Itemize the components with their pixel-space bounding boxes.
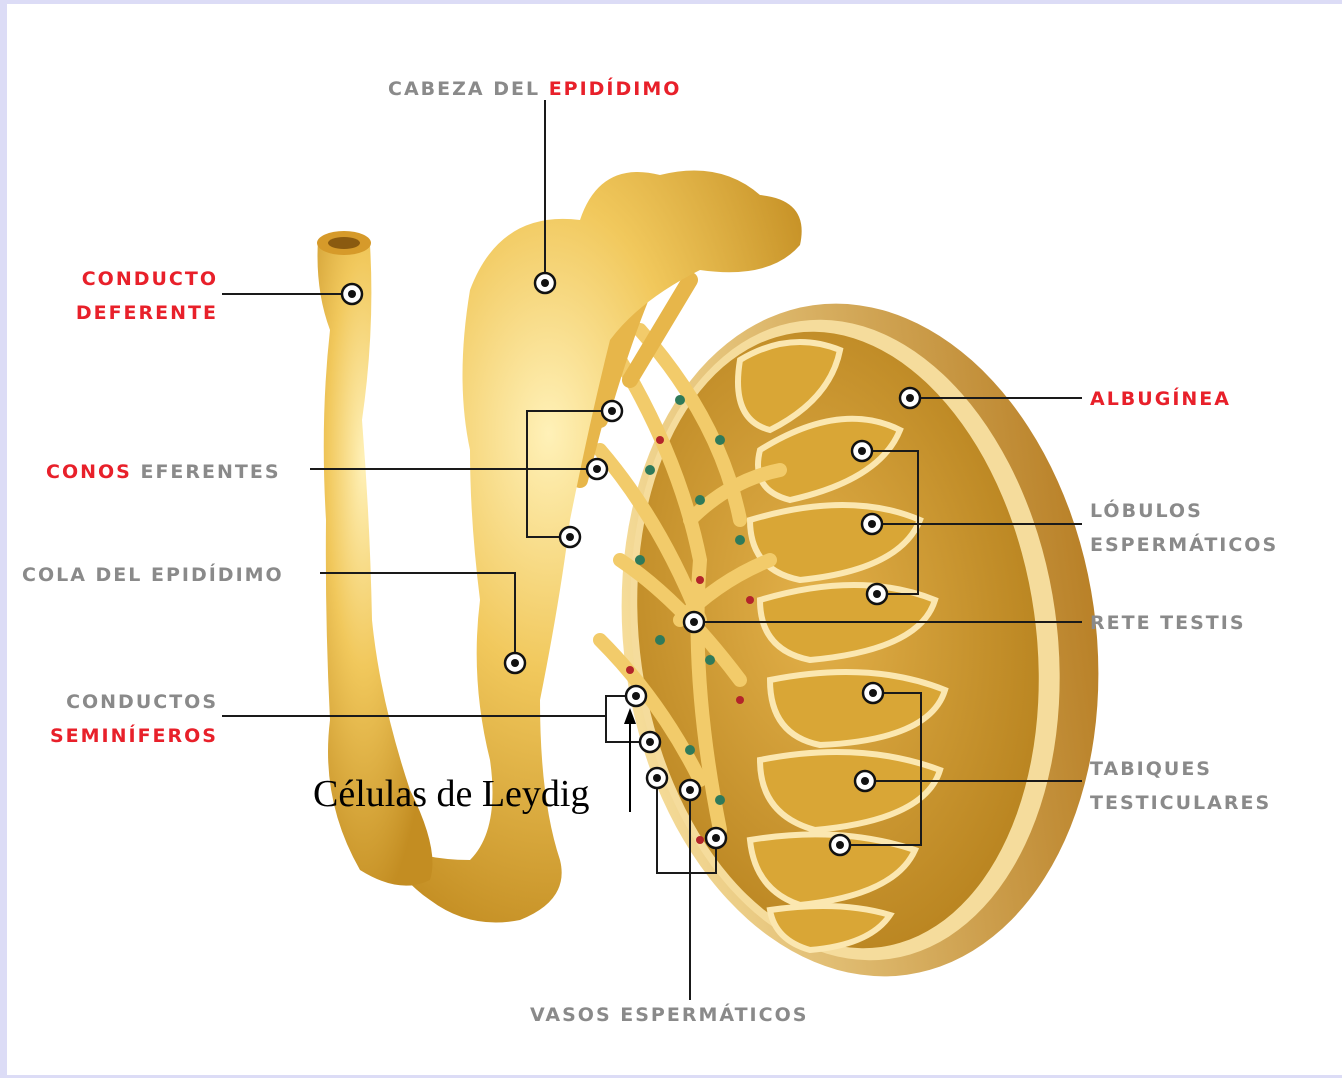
label-conducto-deferente-line2: DEFERENTE: [40, 296, 218, 330]
label-conos-part2: EFERENTES: [132, 461, 281, 483]
label-conductos-seminiferos: CONDUCTOS SEMINÍFEROS: [30, 685, 218, 753]
label-lobulos-line2: ESPERMÁTICOS: [1090, 528, 1278, 562]
label-tabiques-testiculares: TABIQUES TESTICULARES: [1090, 752, 1271, 820]
label-cabeza-part1: CABEZA DEL: [388, 78, 549, 100]
leydig-arrow: [624, 708, 636, 812]
label-seminiferos-line2: SEMINÍFEROS: [30, 719, 218, 753]
label-lobulos-espermaticos: LÓBULOS ESPERMÁTICOS: [1090, 494, 1278, 562]
label-vasos-espermaticos: VASOS ESPERMÁTICOS: [530, 998, 808, 1032]
label-celulas-leydig: Células de Leydig: [313, 772, 589, 816]
label-cabeza-part2: EPIDÍDIMO: [549, 78, 682, 100]
label-lobulos-line1: LÓBULOS: [1090, 494, 1278, 528]
label-conos-eferentes: CONOS EFERENTES: [46, 455, 281, 489]
label-seminiferos-line1: CONDUCTOS: [30, 685, 218, 719]
label-cabeza-epididimo: CABEZA DEL EPIDÍDIMO: [388, 72, 681, 106]
label-conducto-deferente: CONDUCTO DEFERENTE: [40, 262, 218, 330]
label-tabiques-line1: TABIQUES: [1090, 752, 1271, 786]
label-albuginea: ALBUGÍNEA: [1090, 382, 1231, 416]
label-cola-epididimo: COLA DEL EPIDÍDIMO: [22, 558, 284, 592]
label-conos-part1: CONOS: [46, 461, 132, 483]
label-rete-testis: RETE TESTIS: [1090, 606, 1246, 640]
label-conducto-deferente-line1: CONDUCTO: [40, 262, 218, 296]
label-tabiques-line2: TESTICULARES: [1090, 786, 1271, 820]
